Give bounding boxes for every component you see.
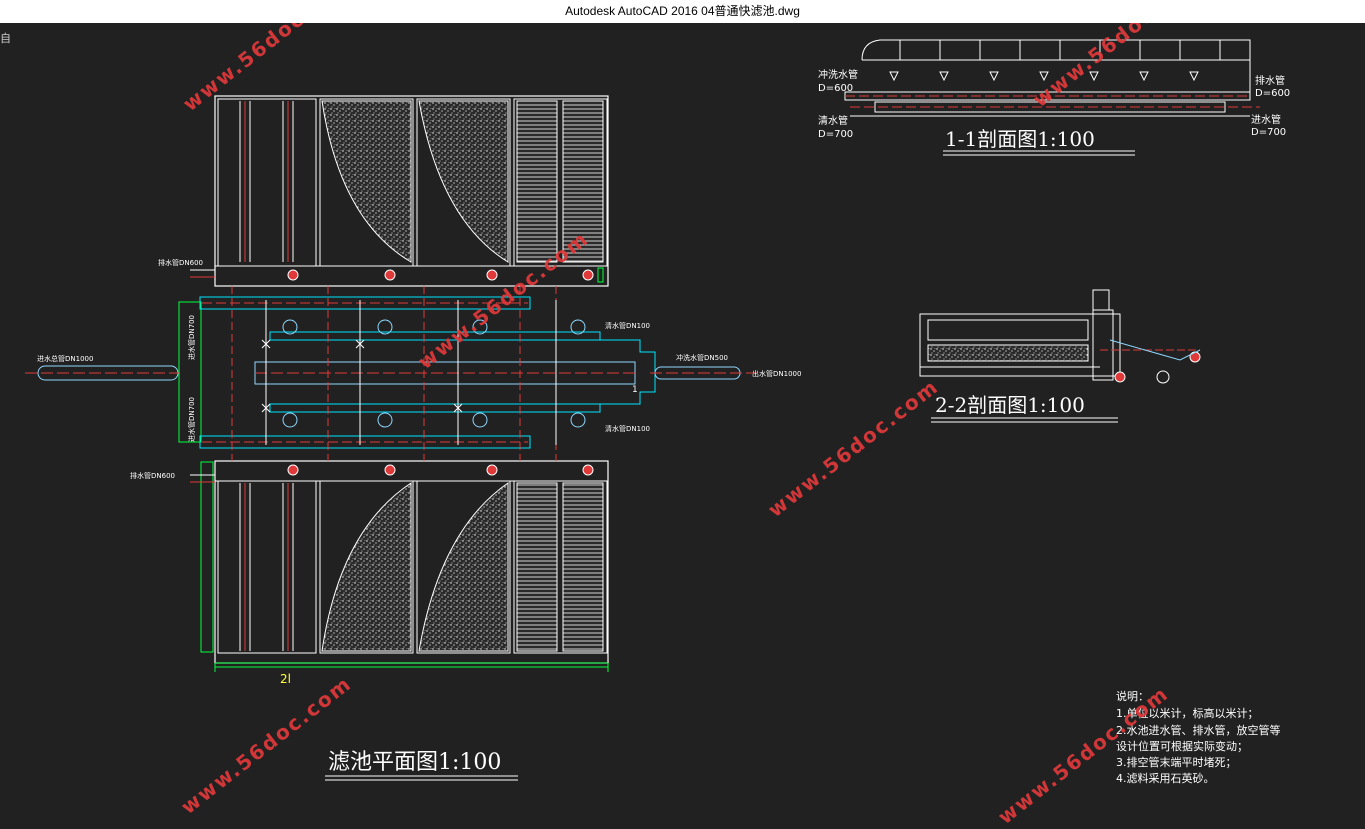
s1-drain-d-label: D=600 xyxy=(1255,88,1290,99)
note-line-4: 3.排空管末端平时堵死； xyxy=(1116,755,1237,769)
label-wash-pipe: 冲洗水管DN500 xyxy=(676,353,728,362)
watermark-4: www.56doc.com xyxy=(763,374,943,522)
label-inlet-main: 进水总管DN1000 xyxy=(37,354,93,363)
label-outlet: 出水管DN1000 xyxy=(752,369,801,378)
s1-drain-pipe-label: 排水管 xyxy=(1255,74,1285,87)
window-title: Autodesk AutoCAD 2016 04普通快滤池.dwg xyxy=(565,4,800,18)
s1-wash-pipe-label: 冲洗水管 xyxy=(818,68,858,81)
label-inlet-upper: 进水管DN700 xyxy=(187,315,196,360)
watermark-5: www.56doc.com xyxy=(176,671,356,819)
viewport-corner-glyph: 自 xyxy=(0,32,11,45)
section-mark-2: 2l xyxy=(280,672,291,686)
s1-clear-d-label: D=700 xyxy=(818,129,853,140)
note-line-3: 设计位置可根据实际变动； xyxy=(1116,739,1248,753)
label-drain-bottom: 排水管DN600 xyxy=(130,471,175,480)
section-1-1-view xyxy=(844,39,1260,117)
note-line-0: 说明： xyxy=(1116,689,1149,703)
s1-clear-pipe-label: 清水管 xyxy=(818,114,848,127)
label-clear-upper: 清水管DN100 xyxy=(605,321,650,330)
section-2-title: 2-2剖面图1:100 xyxy=(935,393,1085,417)
s1-inlet-d-label: D=700 xyxy=(1251,127,1286,138)
window-title-bar: Autodesk AutoCAD 2016 04普通快滤池.dwg xyxy=(0,0,1365,23)
s1-wash-d-label: D=600 xyxy=(818,83,853,94)
plan-title: 滤池平面图1:100 xyxy=(328,750,501,775)
note-line-5: 4.滤料采用石英砂。 xyxy=(1116,771,1215,785)
note-line-2: 2.水池进水管、排水管，放空管等 xyxy=(1116,723,1281,737)
label-drain-top: 排水管DN600 xyxy=(158,258,203,267)
note-line-1: 1.单位以米计，标高以米计； xyxy=(1116,706,1259,720)
filter-plan-view xyxy=(25,95,760,672)
watermark-6: www.56doc.com xyxy=(993,681,1173,829)
section-2-2-view xyxy=(919,289,1201,384)
watermark-2: www.56doc.com xyxy=(1028,23,1208,112)
design-notes: 说明： 1.单位以米计，标高以米计； 2.水池进水管、排水管，放空管等 设计位置… xyxy=(1116,689,1281,785)
label-clear-lower: 清水管DN100 xyxy=(605,424,650,433)
section-mark-1: 1 xyxy=(632,385,638,395)
section-1-title: 1-1剖面图1:100 xyxy=(945,127,1095,151)
label-inlet-lower: 进水管DN700 xyxy=(187,397,196,442)
s1-inlet-pipe-label: 进水管 xyxy=(1251,113,1281,126)
drawing-canvas[interactable]: 排水管DN600 排水管DN600 进水总管DN1000 进水管DN700 进水… xyxy=(0,23,1365,829)
